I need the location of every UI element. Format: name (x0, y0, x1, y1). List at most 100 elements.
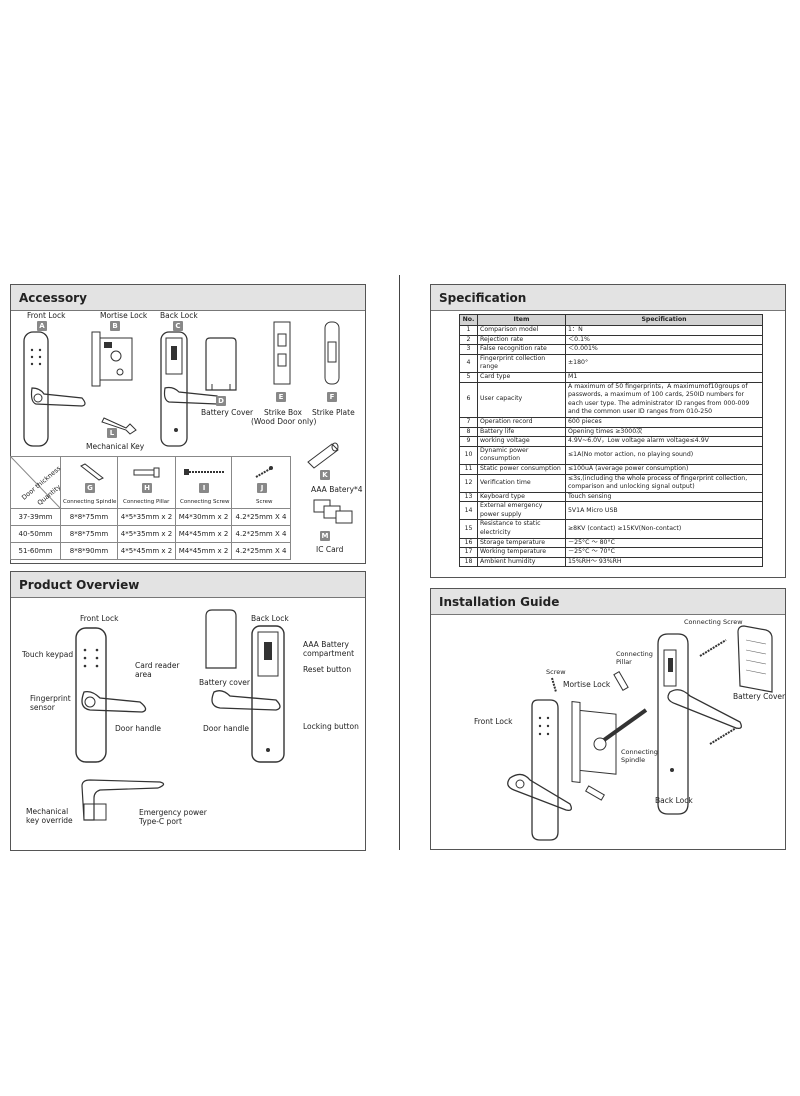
pillar-header: Connecting Pillar (123, 499, 170, 505)
spec-row-value: Opening times ≥3000次 (565, 426, 763, 438)
spec-row-value: ≤100uA (average power consumption) (565, 463, 763, 475)
spec-row-item: Battery life (477, 426, 566, 438)
mechanical-override-label-2: key override (26, 816, 73, 825)
spec-row-value: ≤3s,(including the whole process of fing… (565, 473, 763, 493)
card-reader-label-1: Card reader (135, 661, 180, 670)
overview-front-lock-illustration (75, 627, 147, 763)
handle-side-illustration (81, 779, 165, 821)
badge-i: I (199, 483, 209, 493)
table-cell: 4.2*25mm X 4 (231, 525, 291, 543)
spec-row-item: Comparison model (477, 325, 566, 336)
spec-row-item: False recognition rate (477, 344, 566, 355)
spec-row-item: Dynamic power consumption (477, 445, 566, 465)
spec-row-item: Rejection rate (477, 334, 566, 346)
spec-row-value: Touch sensing (565, 491, 763, 503)
spec-row-number: 12 (459, 473, 478, 493)
table-cell: 37-39mm (10, 508, 61, 526)
strike-box-label: Strike Box (264, 408, 302, 417)
spec-row-item: Ambient humidity (477, 556, 566, 568)
spec-row-item: External emergency power supply (477, 501, 566, 521)
accessory-table: Door thickness Quantity G Connecting Spi… (10, 456, 291, 560)
locking-button-label: Locking button (303, 722, 359, 731)
table-cell: 4*5*35mm x 2 (117, 508, 176, 526)
badge-k: K (320, 470, 330, 480)
ic-card-illustration (313, 499, 353, 524)
table-cell: 8*8*90mm (60, 542, 118, 560)
table-cell: M4*45mm x 2 (175, 525, 232, 543)
page-divider (399, 275, 400, 850)
connecting-screw-label: Connecting Screw (684, 618, 743, 626)
spec-row-item: working voltage (477, 436, 566, 447)
emergency-power-label-1: Emergency power (139, 808, 207, 817)
spec-item-header: Item (477, 314, 566, 326)
spec-row-number: 3 (459, 344, 478, 355)
spec-row-item: Operation record (477, 416, 566, 428)
mechanical-override-label-1: Mechanical (26, 807, 69, 816)
door-handle-label: Door handle (115, 724, 161, 733)
badge-l: L (107, 428, 117, 438)
spindle-header-cell: G Connecting Spindle (60, 456, 118, 509)
spec-row-number: 17 (459, 547, 478, 558)
spec-row-number: 2 (459, 334, 478, 346)
specification-title: Specification (431, 285, 785, 311)
product-overview-panel: Product Overview (10, 571, 366, 851)
mechanical-key-label: Mechanical Key (86, 442, 145, 451)
strike-box-note: (Wood Door only) (251, 417, 317, 426)
spec-row-value: ≤1A(No motor action, no playing sound) (565, 445, 763, 465)
connecting-screw-header-cell: I Connecting Screw (175, 456, 232, 509)
card-reader-label-2: area (135, 670, 152, 679)
table-cell: M4*45mm x 2 (175, 542, 232, 560)
spec-row-value: 5V1A Micro USB (565, 501, 763, 521)
spec-row-item: Resistance to static electricity (477, 519, 566, 539)
spec-row-number: 7 (459, 416, 478, 428)
spec-row-value: A maximum of 50 fingerprints，A maximumof… (565, 381, 763, 418)
mechanical-key-illustration (101, 417, 137, 435)
spec-row-value: －25°C ～ 70°C (565, 547, 763, 558)
spec-row-number: 14 (459, 501, 478, 521)
spindle-label-1: Connecting (621, 748, 658, 756)
table-cell: 4*5*35mm x 2 (117, 525, 176, 543)
badge-c: C (173, 321, 183, 331)
spec-row-value: ＜0.001% (565, 344, 763, 355)
front-lock-illustration (23, 331, 86, 447)
screw-header-cell: J Screw (231, 456, 291, 509)
table-cell: 4.2*25mm X 4 (231, 508, 291, 526)
badge-j: J (257, 483, 267, 493)
spec-row-number: 1 (459, 325, 478, 336)
overview-front-lock-label: Front Lock (80, 614, 119, 623)
table-cell: 8*8*75mm (60, 508, 118, 526)
aaa-compartment-label-1: AAA Battery (303, 640, 349, 649)
table-row: 40-50mm 8*8*75mm 4*5*35mm x 2 M4*45mm x … (10, 525, 291, 543)
aaa-battery-illustration (307, 442, 339, 469)
spec-row-value: 15%RH～ 93%RH (565, 556, 763, 568)
badge-h: H (142, 483, 152, 493)
spec-row-item: User capacity (477, 381, 566, 418)
spec-row-number: 8 (459, 426, 478, 438)
front-lock-label: Front Lock (27, 311, 66, 320)
spec-row-value: 600 pieces (565, 416, 763, 428)
spec-row-item: Verification time (477, 473, 566, 493)
spec-row-number: 18 (459, 556, 478, 568)
spec-value-header: Specification (565, 314, 763, 326)
mortise-lock-illustration (91, 331, 133, 387)
pillar-header-cell: H Connecting Pillar (117, 456, 176, 509)
back-lock-label: Back Lock (160, 311, 198, 320)
badge-a: A (37, 321, 47, 331)
spec-row-number: 13 (459, 491, 478, 503)
strike-plate-label: Strike Plate (312, 408, 355, 417)
badge-b: B (110, 321, 120, 331)
spec-row-item: Fingerprint collection range (477, 353, 566, 373)
spec-row-item: Working temperature (477, 547, 566, 558)
spec-row-value: －25°C ～ 80°C (565, 537, 763, 549)
